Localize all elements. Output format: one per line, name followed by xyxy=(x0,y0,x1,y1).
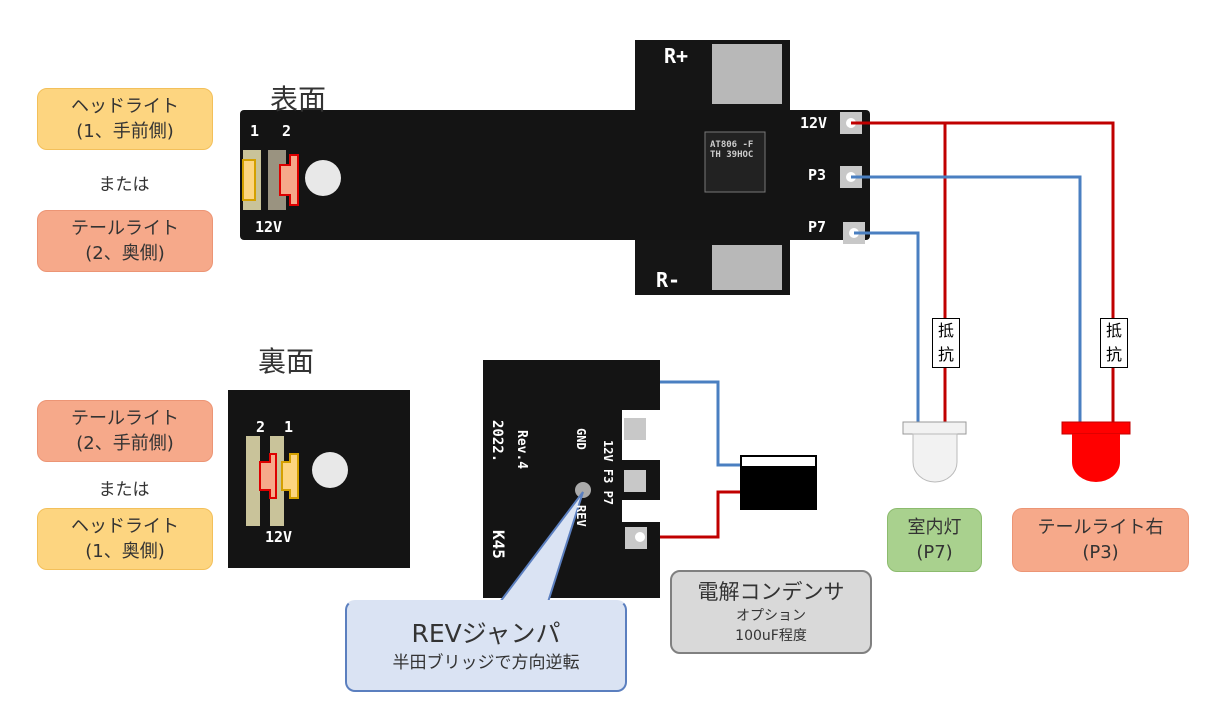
label: テールライト xyxy=(71,218,179,239)
label: 100uF程度 xyxy=(735,628,807,644)
label: 半田ブリッジで方向逆転 xyxy=(392,652,580,673)
white-led-icon xyxy=(902,421,967,483)
back-pcb-photo-led xyxy=(228,390,410,568)
back-headlight-box: ヘッドライト (1、奥側) xyxy=(37,508,213,570)
label: (1、奥側) xyxy=(85,541,165,562)
label: REVジャンパ xyxy=(411,618,561,648)
label: (2、手前側) xyxy=(76,433,174,454)
label: 電解コンデンサ xyxy=(697,580,845,604)
pins-label: 12V F3 P7 xyxy=(601,440,615,506)
label: テールライト右 xyxy=(1037,517,1164,538)
gnd-label: GND xyxy=(574,428,588,450)
resistor-room: 抵抗 xyxy=(932,318,960,368)
rev-no-label: Rev.4 xyxy=(514,430,529,470)
pad-12v-label: 12V xyxy=(800,114,828,132)
led1-label: 1 xyxy=(250,122,260,140)
pad-p3-label: P3 xyxy=(808,166,827,184)
rev-label: REV xyxy=(574,505,588,527)
r-plus-label: R+ xyxy=(664,44,689,68)
label: (2、奥側) xyxy=(85,243,165,264)
year-label: 2022. xyxy=(489,420,505,463)
label: ヘッドライト xyxy=(71,96,179,117)
back-led1-label: 1 xyxy=(284,418,294,436)
label: ヘッドライト xyxy=(71,516,179,537)
label: (P7) xyxy=(916,542,953,563)
back-12v-label: 12V xyxy=(265,528,293,546)
back-led2-label: 2 xyxy=(256,418,266,436)
tail-right-box: テールライト右 (P3) xyxy=(1012,508,1189,572)
label: (1、手前側) xyxy=(76,121,174,142)
chip-label: AT806 -F TH 39HOC xyxy=(710,140,754,160)
wire-p3 xyxy=(851,175,1082,430)
red-led-icon xyxy=(1061,421,1131,482)
front-title: 表面 xyxy=(270,83,327,116)
front-pcb-photo xyxy=(240,40,870,295)
wire-12v xyxy=(851,121,1115,430)
capacitor-box: 電解コンデンサオプション 100uF程度 xyxy=(670,570,872,654)
wire-cap-12v xyxy=(640,490,740,539)
label: 室内灯 xyxy=(907,517,962,538)
back-title: 裏面 xyxy=(258,345,315,378)
front-or-text: または xyxy=(98,175,150,195)
pad-p7-label: P7 xyxy=(808,218,827,236)
back-or-text: または xyxy=(98,480,150,500)
front-taillight-box: テールライト (2、奥側) xyxy=(37,210,213,272)
led-12v-label: 12V xyxy=(255,218,283,236)
room-light-box: 室内灯 (P7) xyxy=(887,508,982,572)
model-label: K45 xyxy=(489,530,508,559)
wire-p7 xyxy=(854,231,920,430)
label: (P3) xyxy=(1082,542,1119,563)
rev-jumper-callout: REVジャンパ半田ブリッジで方向逆転 xyxy=(345,600,627,692)
led2-label: 2 xyxy=(282,122,292,140)
label: テールライト xyxy=(71,408,179,429)
resistor-tail: 抵抗 xyxy=(1100,318,1128,368)
capacitor-icon xyxy=(740,455,817,510)
front-headlight-box: ヘッドライト (1、手前側) xyxy=(37,88,213,150)
r-minus-label: R- xyxy=(656,268,681,292)
label: オプション xyxy=(736,608,806,624)
back-pcb-photo-pads xyxy=(483,360,660,598)
back-taillight-box: テールライト (2、手前側) xyxy=(37,400,213,462)
